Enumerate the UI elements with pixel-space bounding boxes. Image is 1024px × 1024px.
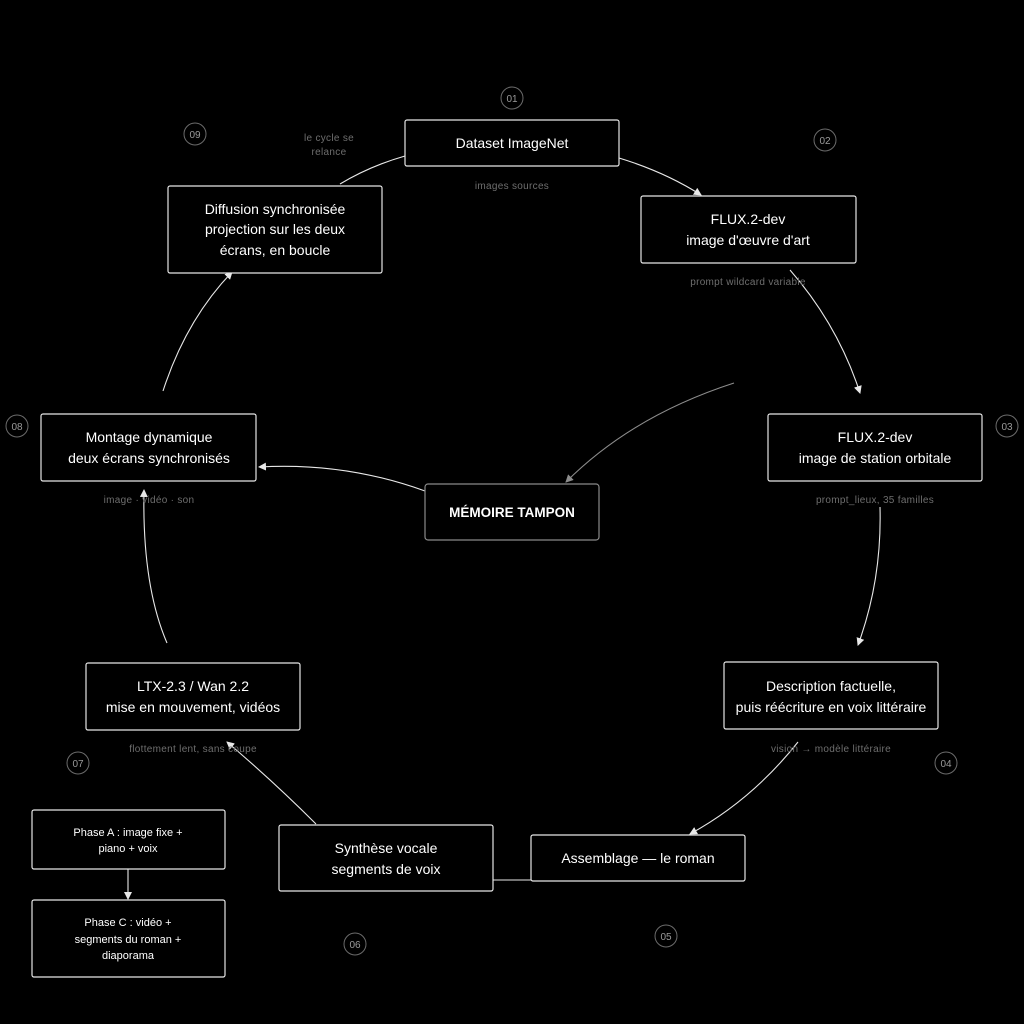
node-dataset: Dataset ImageNet <box>404 119 620 167</box>
edge-label-cycle-relance: le cycle se <box>304 133 354 144</box>
node-phase-c-line: Phase C : vidéo + <box>84 917 171 929</box>
step-number: 05 <box>660 932 672 943</box>
node-ltx: LTX-2.3 / Wan 2.2 mise en mouvement, vid… <box>85 662 301 731</box>
node-flux-art: FLUX.2-dev image d'œuvre d'art <box>640 195 857 264</box>
arrow-memoire-to-montage <box>258 462 426 492</box>
edge-labels: images sources prompt wildcard variable … <box>104 133 934 755</box>
node-synthese-line: Synthèse vocale <box>335 840 438 856</box>
node-montage-line: Montage dynamique <box>86 429 213 445</box>
step-badge: 02 <box>813 128 837 152</box>
node-ltx-line: mise en mouvement, vidéos <box>106 699 280 715</box>
step-number: 08 <box>11 422 23 433</box>
step-badge: 03 <box>995 414 1019 438</box>
edge-label-flottement: flottement lent, sans coupe <box>129 744 257 755</box>
step-number: 03 <box>1001 422 1013 433</box>
node-description-line: Description factuelle, <box>766 678 896 694</box>
connectors <box>124 155 881 900</box>
step-badge: 08 <box>5 414 29 438</box>
arrow-montage-to-diffusion <box>162 271 233 392</box>
node-diffusion: Diffusion synchronisée projection sur le… <box>167 185 383 274</box>
step-badge: 09 <box>183 122 207 146</box>
node-ltx-line: LTX-2.3 / Wan 2.2 <box>137 678 249 694</box>
arrow-synthese-to-ltx <box>226 741 317 825</box>
step-badge: 06 <box>343 932 367 956</box>
node-flux-station-line: image de station orbitale <box>799 450 952 466</box>
edge-label-cycle-relance: relance <box>312 147 347 158</box>
step-number: 06 <box>349 940 361 951</box>
node-description: Description factuelle, puis réécriture e… <box>723 661 939 730</box>
node-phase-c: Phase C : vidéo + segments du roman + di… <box>31 899 226 978</box>
line-diffusion-to-dataset <box>339 155 406 185</box>
edge-label-images-sources: images sources <box>475 181 549 192</box>
arrow-dataset-to-flux-art <box>618 157 702 196</box>
edge-label-vision-modele: vision → modèle littéraire <box>771 744 891 755</box>
arrow-flux-station-to-description <box>856 506 881 646</box>
edge-label-prompt-wildcard: prompt wildcard variable <box>690 277 806 288</box>
edge-label-image-video-son: image · vidéo · son <box>104 495 195 506</box>
node-flux-art-line: FLUX.2-dev <box>711 211 786 227</box>
step-number: 04 <box>940 759 952 770</box>
node-flux-station: FLUX.2-dev image de station orbitale <box>767 413 983 482</box>
step-badge: 04 <box>934 751 958 775</box>
arrow-to-memoire <box>565 382 735 483</box>
arrow-ltx-to-montage <box>139 489 168 644</box>
node-assemblage-line: Assemblage — le roman <box>561 850 714 866</box>
node-phase-a-line: Phase A : image fixe + <box>73 827 182 839</box>
node-diffusion-line: écrans, en boucle <box>220 242 331 258</box>
node-phase-c-line: diaporama <box>102 950 155 962</box>
node-phase-a-line: piano + voix <box>98 843 158 855</box>
step-badge: 01 <box>500 86 524 110</box>
edge-label-prompt-lieux: prompt_lieux, 35 familles <box>816 495 934 506</box>
arrow-flux-art-to-flux-station <box>789 269 862 394</box>
step-numbers: 01 02 03 04 05 06 07 08 <box>5 86 1019 956</box>
node-synthese-line: segments de voix <box>332 861 441 877</box>
node-description-line: puis réécriture en voix littéraire <box>736 699 927 715</box>
arrow-description-to-assemblage <box>689 741 799 835</box>
step-number: 02 <box>819 136 831 147</box>
node-phase-c-line: segments du roman + <box>75 934 182 946</box>
step-number: 01 <box>506 94 518 105</box>
node-flux-art-line: image d'œuvre d'art <box>686 232 810 248</box>
node-memoire: MÉMOIRE TAMPON <box>424 483 600 541</box>
node-synthese: Synthèse vocale segments de voix <box>278 824 494 892</box>
step-badge: 05 <box>654 924 678 948</box>
node-diffusion-line: Diffusion synchronisée <box>205 201 346 217</box>
node-assemblage: Assemblage — le roman <box>530 834 746 882</box>
node-dataset-line: Dataset ImageNet <box>456 135 569 151</box>
node-diffusion-line: projection sur les deux <box>205 221 345 237</box>
step-number: 09 <box>189 130 201 141</box>
node-montage: Montage dynamique deux écrans synchronis… <box>40 413 257 482</box>
node-montage-line: deux écrans synchronisés <box>68 450 230 466</box>
node-memoire-line: MÉMOIRE TAMPON <box>449 505 575 520</box>
step-badge: 07 <box>66 751 90 775</box>
node-flux-station-line: FLUX.2-dev <box>838 429 913 445</box>
node-phase-a: Phase A : image fixe + piano + voix <box>31 809 226 870</box>
step-number: 07 <box>72 759 84 770</box>
